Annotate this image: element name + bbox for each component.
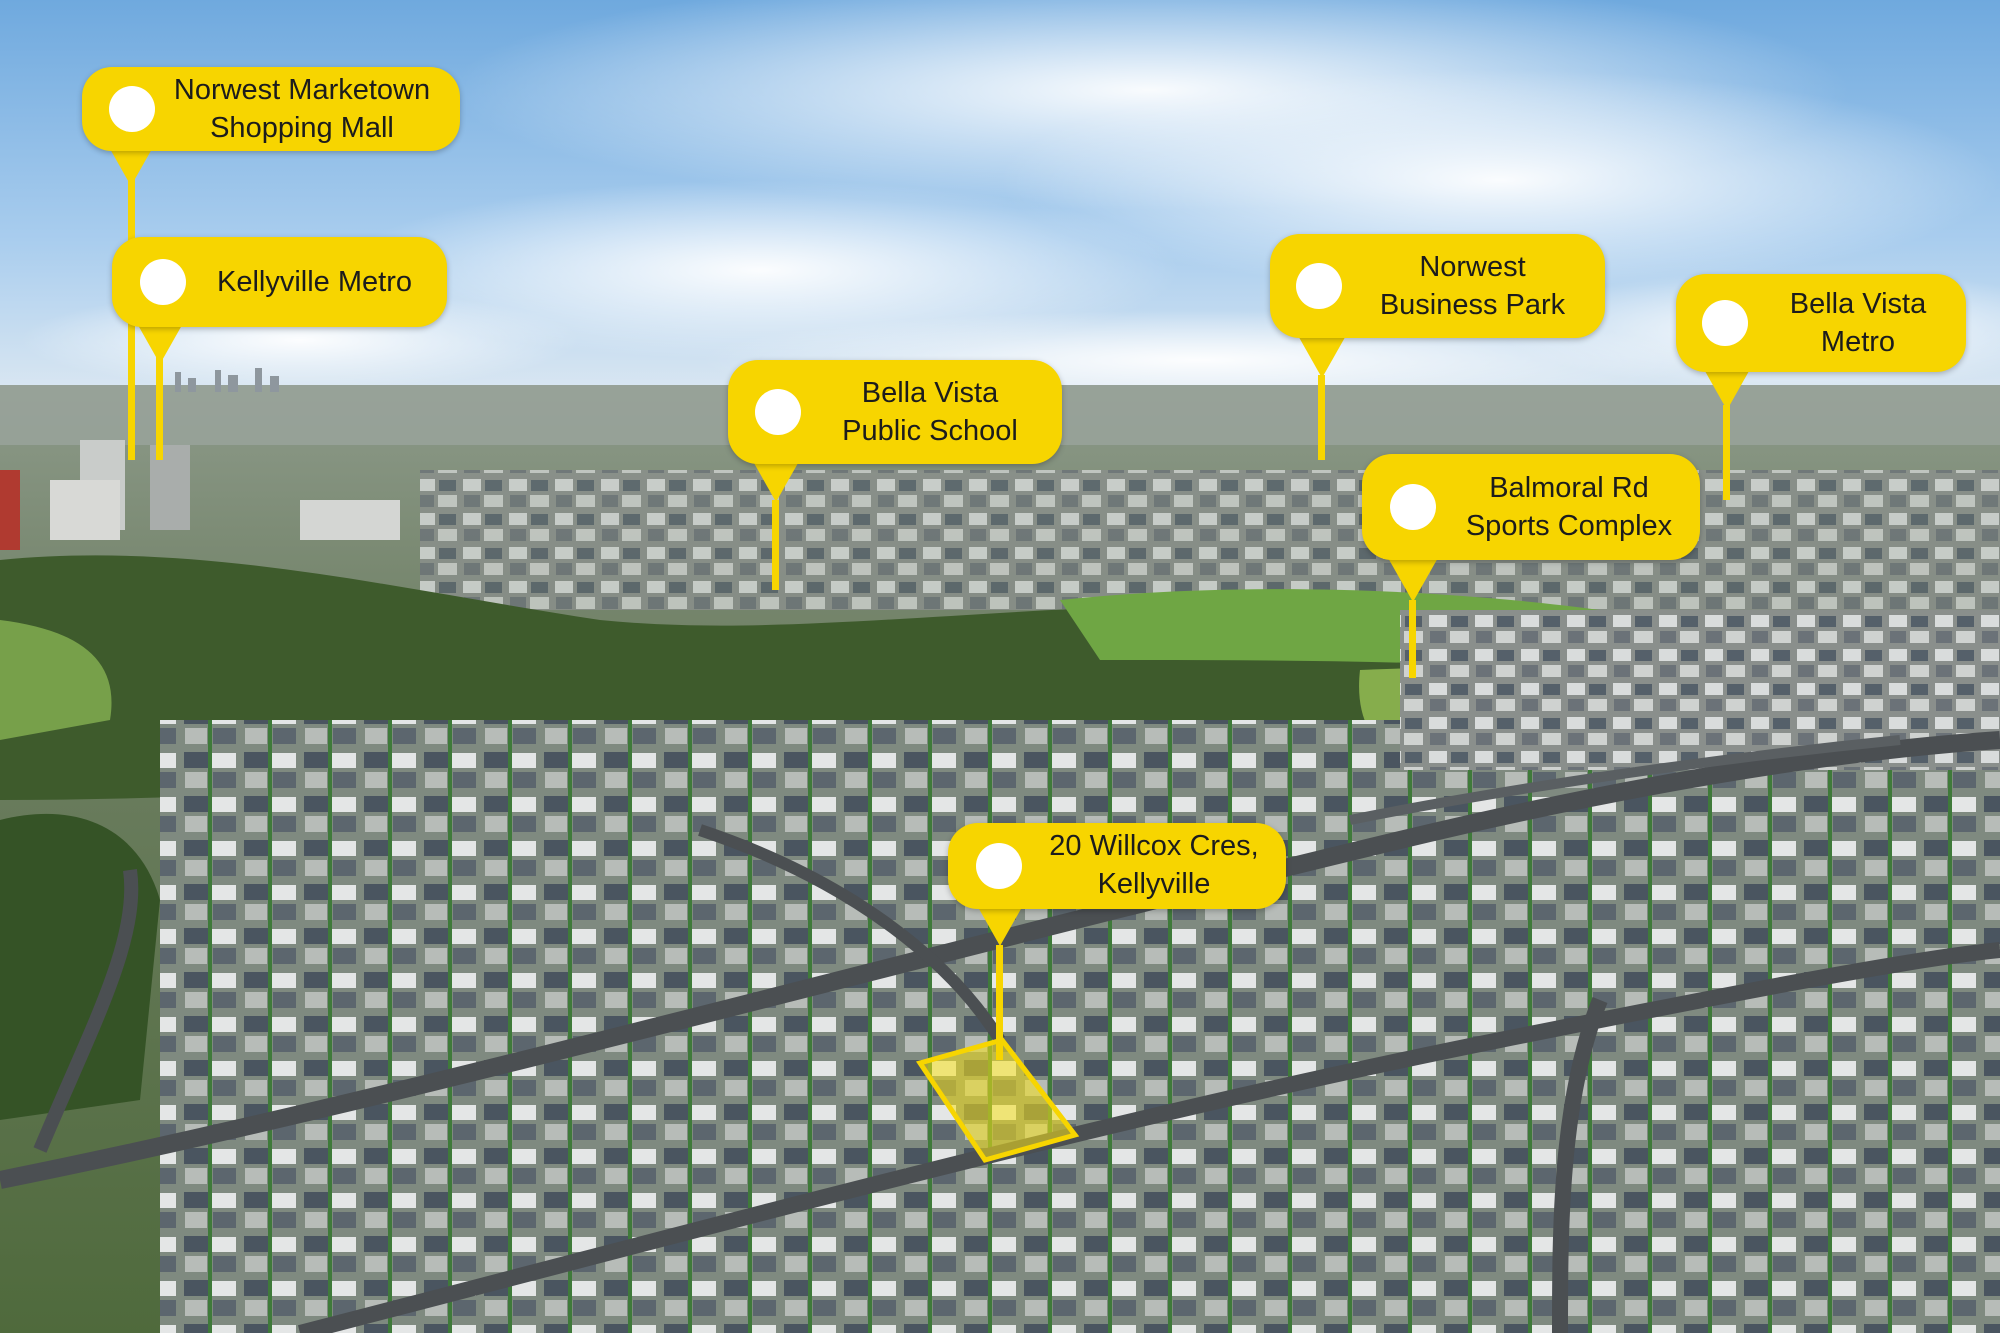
marker-bella-vista-public-school[interactable]: Bella Vista Public School	[728, 360, 1062, 464]
location-dot-icon	[976, 843, 1022, 889]
location-dot-icon	[755, 389, 801, 435]
marker-norwest-marketown[interactable]: Norwest Marketown Shopping Mall	[82, 67, 460, 151]
location-dot-icon	[109, 86, 155, 132]
marker-stem	[772, 500, 779, 590]
marker-stem	[996, 945, 1003, 1060]
marker-bella-vista-metro[interactable]: Bella Vista Metro	[1676, 274, 1966, 372]
marker-label: Norwest Marketown Shopping Mall	[173, 74, 431, 144]
marker-balmoral-rd-sports-complex[interactable]: Balmoral Rd Sports Complex	[1362, 454, 1700, 560]
marker-label: 20 Willcox Cres, Kellyville	[1049, 830, 1259, 900]
location-dot-icon	[1390, 484, 1436, 530]
marker-norwest-business-park[interactable]: Norwest Business Park	[1270, 234, 1605, 338]
marker-kellyville-metro[interactable]: Kellyville Metro	[112, 237, 447, 327]
location-dot-icon	[1702, 300, 1748, 346]
marker-tip	[1387, 556, 1439, 602]
marker-label: Bella Vista Public School	[842, 377, 1018, 447]
marker-stem	[1318, 375, 1325, 460]
marker-label: Kellyville Metro	[217, 266, 412, 298]
marker-label: Bella Vista Metro	[1789, 288, 1927, 358]
marker-stem	[1723, 405, 1730, 500]
marker-label: Balmoral Rd Sports Complex	[1465, 472, 1673, 542]
subject-property-outline	[916, 1037, 1080, 1163]
marker-stem	[1409, 600, 1416, 678]
marker-label: Norwest Business Park	[1379, 251, 1566, 321]
location-dot-icon	[1296, 263, 1342, 309]
marker-stem	[156, 330, 163, 460]
marker-subject-property[interactable]: 20 Willcox Cres, Kellyville	[948, 823, 1286, 909]
location-dot-icon	[140, 259, 186, 305]
marker-tip	[1296, 332, 1348, 378]
